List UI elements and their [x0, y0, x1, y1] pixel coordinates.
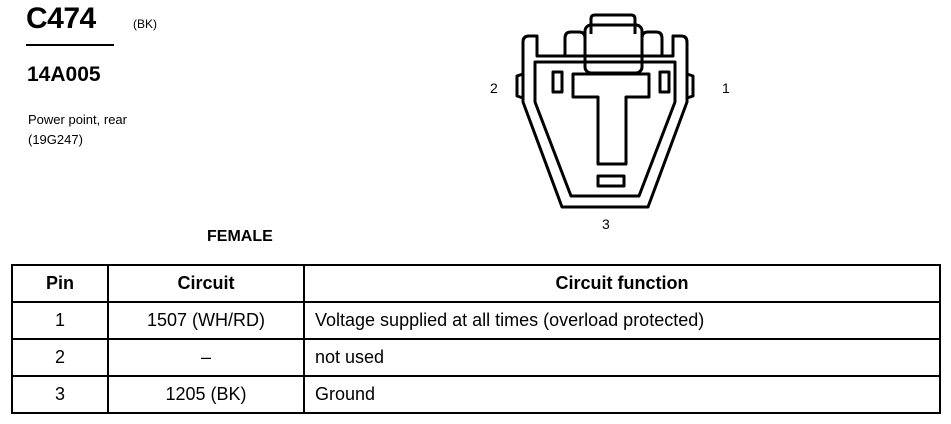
terminal-pin-1 [658, 70, 671, 94]
connector-latch [589, 13, 637, 34]
cell-pin: 1 [11, 301, 109, 340]
cell-circuit: – [107, 338, 305, 377]
pin-label-2: 2 [490, 80, 498, 96]
connector-rib-right [640, 30, 664, 56]
pin-table: Pin Circuit Circuit function 1 1507 (WH/… [11, 264, 941, 414]
connector-bump-left [515, 72, 524, 100]
cell-function: Ground [303, 375, 941, 414]
connector-body-outer [521, 34, 689, 209]
cell-function: Voltage supplied at all times (overload … [303, 301, 941, 340]
pin-label-1: 1 [722, 80, 730, 96]
terminal-pin-3 [596, 174, 626, 188]
header-pin: Pin [11, 264, 109, 303]
cell-circuit: 1507 (WH/RD) [107, 301, 305, 340]
connector-key [571, 72, 651, 166]
connector-rib-left [563, 30, 587, 56]
header-circuit: Circuit [107, 264, 305, 303]
table-row: 1 1507 (WH/RD) Voltage supplied at all t… [11, 301, 941, 340]
connector-bump-right [686, 72, 695, 100]
cell-pin: 3 [11, 375, 109, 414]
table-header-row: Pin Circuit Circuit function [11, 264, 941, 303]
connector-id: C474 [26, 2, 96, 35]
connector-description-code: (19G247) [28, 132, 83, 147]
table-row: 2 – not used [11, 338, 941, 377]
pin-label-3: 3 [602, 216, 610, 232]
connector-latch-inner [583, 23, 644, 75]
cell-pin: 2 [11, 338, 109, 377]
cell-circuit: 1205 (BK) [107, 375, 305, 414]
cell-function: not used [303, 338, 941, 377]
table-row: 3 1205 (BK) Ground [11, 375, 941, 414]
terminal-pin-2 [551, 70, 564, 94]
connector-color: (BK) [133, 17, 157, 31]
part-number: 14A005 [27, 63, 101, 86]
connector-cavity [533, 60, 677, 198]
header-circuit-function: Circuit function [303, 264, 941, 303]
connector-face-diagram [515, 13, 695, 209]
connector-id-underline [26, 44, 114, 46]
connector-description: Power point, rear [28, 112, 127, 127]
connector-gender: FEMALE [207, 228, 273, 245]
